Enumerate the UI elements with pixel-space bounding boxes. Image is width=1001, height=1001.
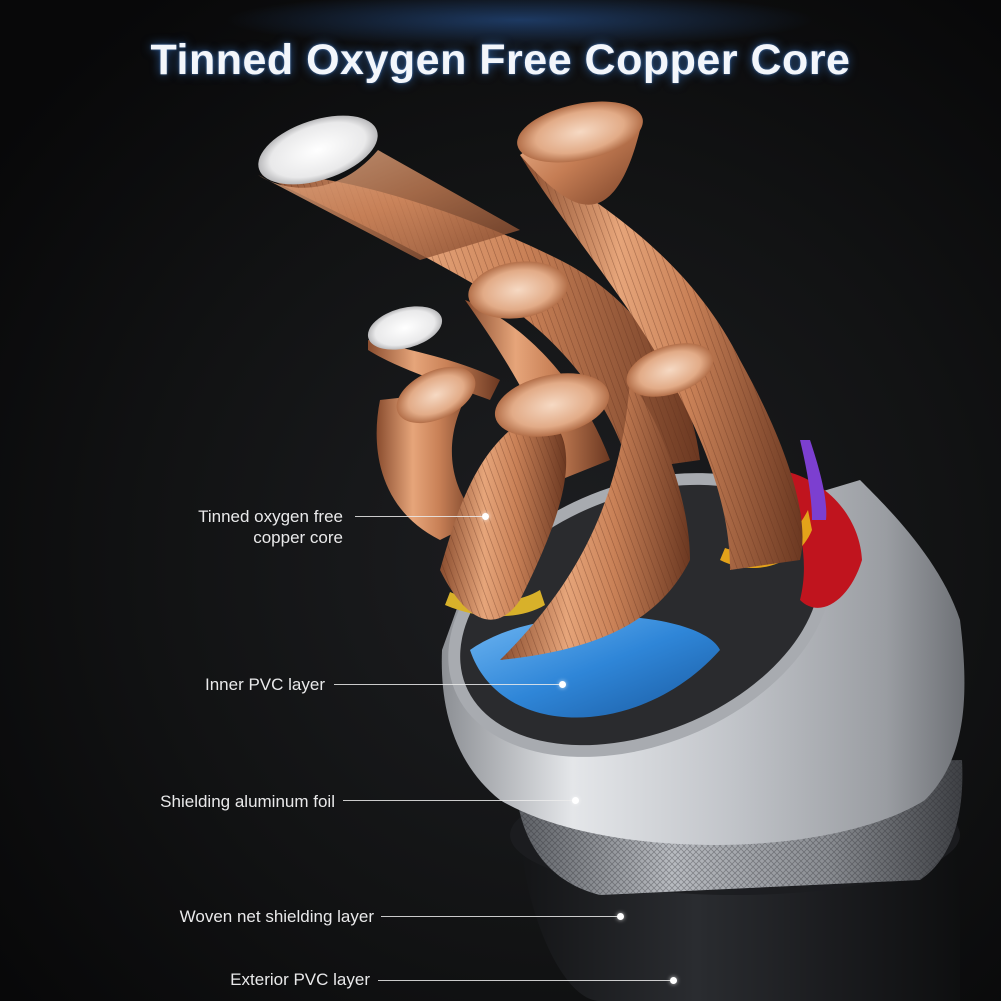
callout-foil-line	[343, 800, 575, 801]
callout-inner-pvc-dot	[559, 681, 566, 688]
callout-braid-line	[381, 916, 619, 917]
callout-exterior-pvc-label: Exterior PVC layer	[230, 970, 370, 989]
callout-braid-label: Woven net shielding layer	[179, 907, 374, 926]
callout-inner-pvc-label: Inner PVC layer	[205, 675, 325, 694]
callout-inner-pvc-line	[334, 684, 562, 685]
callout-foil-label: Shielding aluminum foil	[160, 792, 335, 811]
page-title: Tinned Oxygen Free Copper Core	[150, 36, 851, 84]
copper-strand-bundles	[258, 101, 803, 660]
callout-braid-dot	[617, 913, 624, 920]
callout-copper-core-line	[355, 516, 485, 517]
callout-exterior-pvc-line	[378, 980, 673, 981]
callout-foil-dot	[572, 797, 579, 804]
callout-exterior-pvc-dot	[670, 977, 677, 984]
callout-copper-core-dot	[482, 513, 489, 520]
callout-copper-core-label: Tinned oxygen free copper core	[198, 507, 343, 547]
